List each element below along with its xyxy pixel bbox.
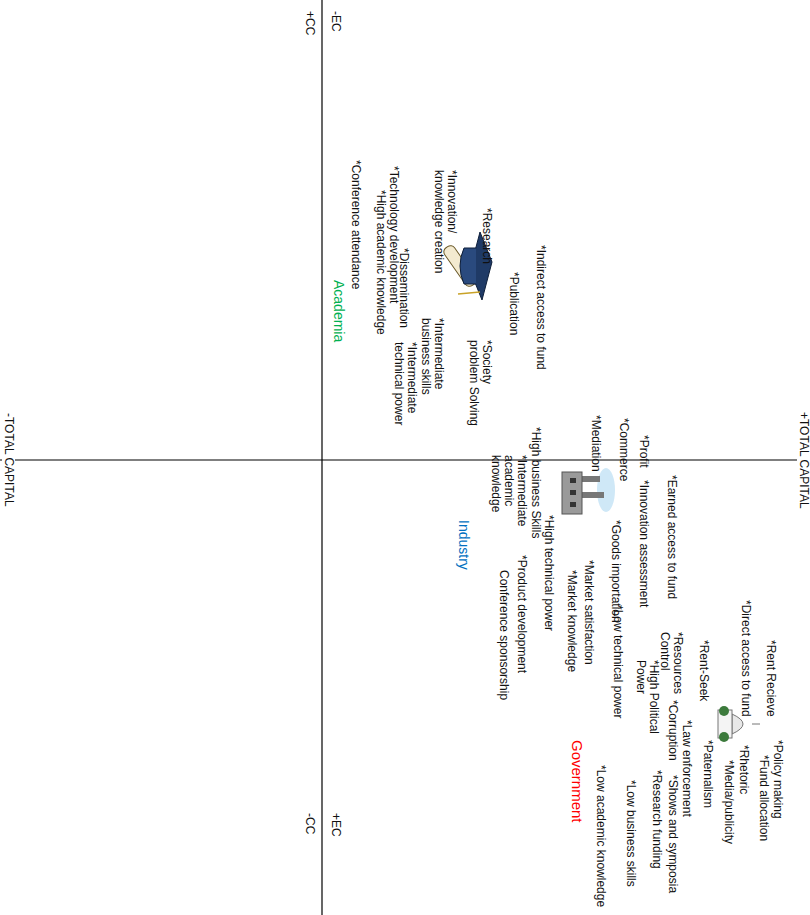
attribute-item: *Paternalism bbox=[701, 740, 714, 808]
industry-icon bbox=[562, 468, 615, 514]
attribute-item: *Fund allocation bbox=[757, 755, 770, 841]
attribute-item: *High academic knowledge bbox=[374, 190, 387, 335]
attribute-item: *Policy making bbox=[771, 740, 784, 819]
attribute-item: *Intermediate technical power bbox=[392, 342, 418, 434]
attribute-item: *Mediation bbox=[589, 415, 602, 472]
attribute-item: *Market satisfaction bbox=[582, 560, 595, 665]
attribute-item: *Product development bbox=[515, 555, 528, 673]
attribute-item: *High business Skills bbox=[529, 427, 542, 538]
axis-label: -CC bbox=[303, 810, 316, 837]
axis-label: +CC bbox=[303, 8, 316, 38]
attribute-item: *Commerce bbox=[617, 418, 630, 481]
attribute-item: *Technology development bbox=[387, 166, 400, 303]
group-label: Government bbox=[571, 740, 584, 823]
attribute-item: Conference sponsorship bbox=[497, 570, 510, 700]
group-label: Industry bbox=[457, 520, 470, 570]
attribute-item: *Resources Control bbox=[658, 632, 684, 700]
attribute-item: *Direct access to fund bbox=[739, 600, 752, 717]
total-capital-axis bbox=[0, 459, 810, 460]
attribute-item: *Rhetoric bbox=[737, 745, 750, 794]
attribute-item: *Innovation assessment bbox=[637, 480, 650, 607]
axis-label: +EC bbox=[329, 810, 342, 840]
attribute-item: *Research bbox=[480, 208, 493, 264]
attribute-item: *Rent Recieve bbox=[764, 640, 777, 717]
attribute-item: *Low business skills bbox=[624, 780, 637, 887]
attribute-item: *Conference attendance bbox=[349, 160, 362, 289]
attribute-item: *Profit bbox=[637, 435, 650, 468]
attribute-item: *Rent-Seek bbox=[697, 640, 710, 701]
ec-cc-axis bbox=[321, 0, 322, 915]
attribute-item: *Innovation/ knowledge creation bbox=[432, 170, 458, 278]
attribute-item: *Law enforcement bbox=[680, 720, 693, 817]
attribute-item: *Shows and symposia bbox=[666, 775, 679, 893]
attribute-item: *High technical power bbox=[542, 515, 555, 631]
attribute-item: *Low academic knowledge bbox=[594, 765, 607, 907]
attribute-item: *Intermediate academic knowledge bbox=[489, 455, 528, 567]
attribute-item: *Publication bbox=[507, 272, 520, 335]
attribute-item: *Media/publicity bbox=[722, 760, 735, 844]
attribute-item: *Low technical power bbox=[611, 605, 624, 718]
attribute-item: *Research funding bbox=[650, 770, 663, 869]
attribute-item: *Earned access to fund bbox=[665, 475, 678, 599]
attribute-item: *Society problem Solving bbox=[467, 340, 493, 430]
attribute-item: *Indirect access to fund bbox=[534, 245, 547, 370]
attribute-item: *Corruption bbox=[666, 700, 679, 761]
group-label: Academia bbox=[332, 280, 345, 342]
axis-label: -TOTAL CAPITAL bbox=[2, 410, 15, 510]
axis-label: -EC bbox=[329, 8, 342, 35]
attribute-item: *Market knowledge bbox=[565, 570, 578, 672]
attribute-item: *High Political Power bbox=[634, 660, 660, 746]
attribute-item: *Intermediate business skills bbox=[419, 318, 445, 410]
axis-label: +TOTAL CAPITAL bbox=[797, 409, 810, 512]
